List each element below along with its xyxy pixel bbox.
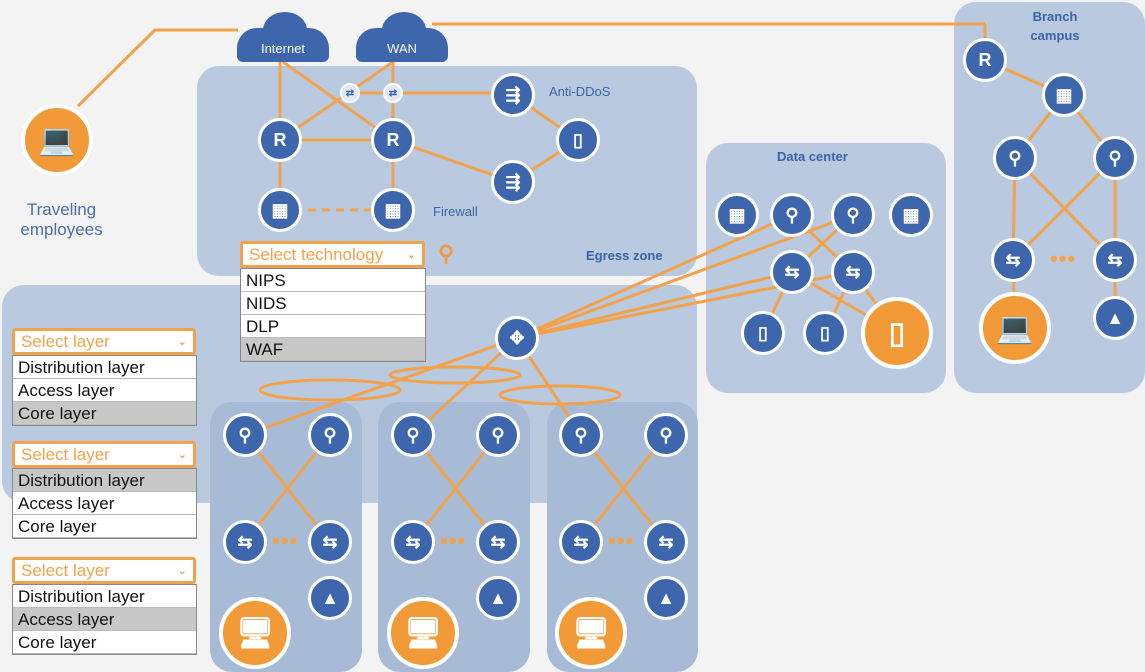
option-access-layer[interactable]: Access layer [13, 608, 196, 631]
firewall-icon: ▦ [258, 188, 302, 232]
aggregation-switch-icon: ⚲ [391, 413, 435, 457]
option-distribution-layer[interactable]: Distribution layer [13, 356, 196, 379]
firewall-icon: ▦ [889, 193, 933, 237]
aggregation-switch-icon: ⚲ [770, 193, 814, 237]
option-access-layer[interactable]: Access layer [13, 379, 196, 402]
server-icon: ▯ [803, 311, 847, 355]
anti-ddos-label: Anti-DDoS [549, 84, 611, 99]
core-switch-icon: ✥ [495, 316, 539, 360]
link-icon: ⇄ [383, 83, 403, 103]
option-dlp[interactable]: DLP [241, 315, 425, 338]
aggregation-switch-icon: ⚲ [1093, 136, 1137, 180]
aggregation-switch-icon: ⚲ [308, 413, 352, 457]
internet-label: Internet [260, 41, 306, 56]
aggregation-switch-icon: ⚲ [559, 413, 603, 457]
aggregation-switch-icon: ⚲ [476, 413, 520, 457]
option-nips[interactable]: NIPS [241, 269, 425, 292]
firewall-icon: ▦ [1042, 73, 1086, 117]
traveling-employees-label: Traveling employees [20, 200, 103, 239]
technology-options-list: NIPS NIDS DLP WAF [240, 268, 426, 362]
anti-ddos-icon: ⇶ [491, 160, 535, 204]
chevron-down-icon: ⌄ [177, 449, 187, 461]
access-switch-icon: ⇆ [770, 250, 814, 294]
option-core-layer[interactable]: Core layer [13, 631, 196, 654]
access-switch-icon: ⇆ [991, 238, 1035, 282]
pc-icon: 🖥 [387, 597, 459, 669]
access-point-icon: ▲ [476, 576, 520, 620]
layer-options-list-3: Distribution layer Access layer Core lay… [12, 584, 197, 655]
egress-zone-label: Egress zone [586, 248, 663, 263]
wan-label: WAN [387, 41, 417, 56]
select-layer-dropdown-2[interactable]: Select layer ⌄ [12, 441, 196, 468]
access-point-icon: ▲ [1093, 296, 1137, 340]
select-layer-placeholder: Select layer [21, 560, 110, 580]
chevron-down-icon: ⌄ [177, 336, 187, 348]
server-icon: ▯ [556, 118, 600, 162]
ellipsis: ••• [608, 528, 635, 553]
access-switch-icon: ⇆ [1093, 238, 1137, 282]
select-technology-placeholder: Select technology [249, 244, 384, 264]
router-icon: R [371, 118, 415, 162]
firewall-label: Firewall [433, 204, 478, 219]
laptop-icon: 💻 [979, 292, 1051, 364]
ellipsis: ••• [1050, 246, 1077, 271]
chevron-down-icon: ⌄ [406, 249, 416, 261]
pc-icon: 🖥 [555, 597, 627, 669]
option-distribution-layer[interactable]: Distribution layer [13, 469, 196, 492]
option-access-layer[interactable]: Access layer [13, 492, 196, 515]
branch-campus-label: Branch campus [1030, 9, 1080, 43]
aggregation-switch-icon: ⚲ [831, 193, 875, 237]
select-layer-dropdown-3[interactable]: Select layer ⌄ [12, 557, 196, 584]
option-core-layer[interactable]: Core layer [13, 515, 196, 538]
access-switch-icon: ⇆ [223, 520, 267, 564]
traveling-laptop-icon: 💻 [21, 104, 93, 176]
internet-cloud: Internet [237, 12, 329, 62]
access-point-icon: ▲ [308, 576, 352, 620]
select-layer-dropdown-1[interactable]: Select layer ⌄ [12, 328, 196, 355]
data-center-label: Data center [777, 149, 848, 164]
access-switch-icon: ⇆ [644, 520, 688, 564]
access-point-icon: ▲ [644, 576, 688, 620]
pc-icon: 🖥 [219, 597, 291, 669]
access-switch-icon: ⇆ [559, 520, 603, 564]
ellipsis: ••• [440, 528, 467, 553]
select-layer-placeholder: Select layer [21, 444, 110, 464]
option-distribution-layer[interactable]: Distribution layer [13, 585, 196, 608]
database-server-icon: ▯ [861, 297, 933, 369]
server-icon: ▯ [741, 311, 785, 355]
search-icon[interactable]: ⚲ [438, 241, 455, 266]
anti-ddos-icon: ⇶ [491, 73, 535, 117]
router-icon: R [963, 38, 1007, 82]
select-layer-placeholder: Select layer [21, 331, 110, 351]
layer-options-list-1: Distribution layer Access layer Core lay… [12, 355, 197, 426]
chevron-down-icon: ⌄ [177, 565, 187, 577]
firewall-icon: ▦ [715, 193, 759, 237]
option-nids[interactable]: NIDS [241, 292, 425, 315]
wan-cloud: WAN [356, 12, 448, 62]
aggregation-switch-icon: ⚲ [993, 136, 1037, 180]
option-waf[interactable]: WAF [241, 338, 425, 361]
firewall-icon: ▦ [371, 188, 415, 232]
ellipsis: ••• [272, 528, 299, 553]
router-icon: R [258, 118, 302, 162]
link-icon: ⇄ [340, 83, 360, 103]
access-switch-icon: ⇆ [476, 520, 520, 564]
aggregation-switch-icon: ⚲ [644, 413, 688, 457]
layer-options-list-2: Distribution layer Access layer Core lay… [12, 468, 197, 539]
aggregation-switch-icon: ⚲ [223, 413, 267, 457]
access-switch-icon: ⇆ [831, 250, 875, 294]
select-technology-dropdown[interactable]: Select technology ⌄ [240, 241, 425, 268]
option-core-layer[interactable]: Core layer [13, 402, 196, 425]
access-switch-icon: ⇆ [308, 520, 352, 564]
access-switch-icon: ⇆ [391, 520, 435, 564]
